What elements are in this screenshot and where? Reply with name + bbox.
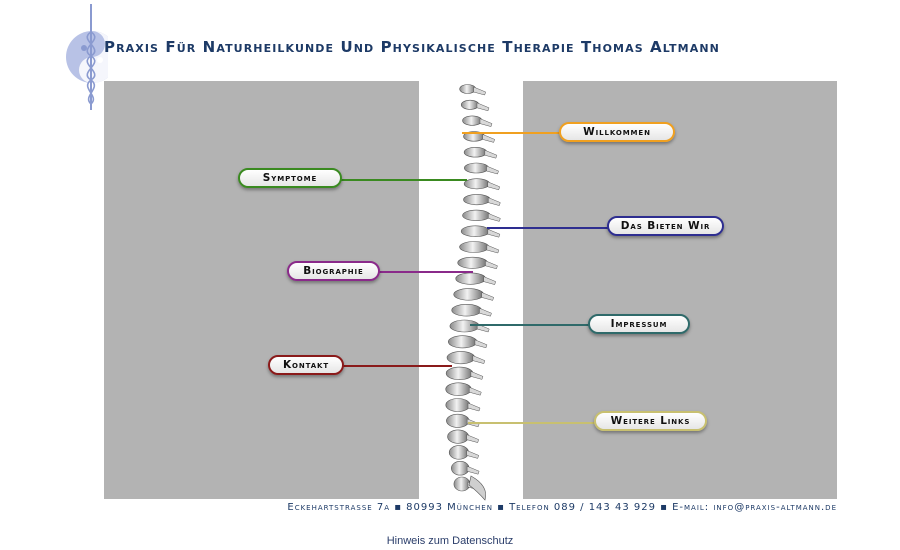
vertebra	[460, 99, 480, 110]
vertebra-process	[472, 355, 486, 364]
vertebra-process	[479, 118, 493, 127]
yin-yang-caduceus-icon[interactable]	[64, 2, 108, 112]
vertebra	[463, 146, 488, 158]
vertebra-process	[488, 197, 501, 206]
spine-vertebrae	[445, 84, 501, 501]
vertebra-process	[474, 339, 488, 349]
vertebra-process	[466, 450, 479, 459]
coccyx	[468, 475, 486, 501]
vertebra	[463, 131, 485, 142]
vertebra	[459, 241, 490, 253]
vertebra	[459, 84, 476, 94]
vertebra-process	[466, 465, 480, 475]
spine-illustration	[445, 84, 501, 501]
vertebra	[464, 162, 489, 174]
footer-address: Eckehartstrasse 7a ▪ 80993 München ▪ Tel…	[287, 502, 837, 513]
privacy-link[interactable]: Hinweis zum Datenschutz	[386, 535, 514, 547]
vertebra	[447, 335, 478, 349]
vertebra	[446, 351, 476, 365]
vertebra	[445, 382, 472, 396]
vertebra-process	[488, 213, 501, 222]
vertebra-process	[479, 307, 492, 317]
vertebra	[460, 225, 491, 237]
vertebra	[447, 429, 469, 444]
vertebra	[453, 476, 471, 492]
vertebra-process	[486, 165, 499, 175]
nav-button-kontakt[interactable]: Kontakt	[268, 355, 344, 375]
vertebra	[462, 115, 483, 126]
vertebra-process	[485, 260, 498, 270]
nav-button-das-bieten-wir[interactable]: Das Bieten Wir	[607, 216, 724, 236]
vertebra	[446, 413, 470, 428]
vertebra	[463, 178, 491, 190]
vertebra-process	[476, 102, 490, 112]
right-panel	[523, 81, 837, 499]
vertebra-process	[473, 86, 486, 96]
nav-button-impressum[interactable]: Impressum	[588, 314, 690, 334]
vertebra-process	[483, 276, 497, 285]
nav-button-symptome[interactable]: Symptome	[238, 168, 342, 188]
vertebra-process	[487, 228, 501, 238]
vertebra	[449, 319, 480, 333]
nav-button-weitere-links[interactable]: Weitere Links	[594, 411, 707, 431]
vertebra-process	[487, 181, 501, 191]
vertebra-process	[467, 402, 481, 412]
vertebra-process	[481, 292, 494, 301]
vertebra-process	[486, 244, 500, 254]
vertebra	[462, 209, 491, 221]
vertebra	[457, 256, 488, 269]
vertebra-process	[466, 418, 480, 428]
vertebra	[451, 461, 470, 476]
vertebra-process	[470, 371, 484, 380]
vertebra-process	[469, 386, 482, 396]
nav-button-willkommen[interactable]: Willkommen	[559, 122, 675, 142]
vertebra	[455, 272, 487, 285]
vertebra	[448, 445, 469, 460]
vertebra	[445, 366, 474, 381]
vertebra-process	[466, 434, 480, 443]
vertebra	[451, 304, 482, 317]
nav-button-biographie[interactable]: Biographie	[287, 261, 380, 281]
vertebra-process	[484, 149, 498, 159]
vertebra	[453, 288, 484, 301]
vertebra-process	[482, 134, 495, 143]
vertebra	[445, 398, 471, 412]
page-title: Praxis Für Naturheilkunde Und Physikalis…	[104, 38, 720, 56]
vertebra	[463, 194, 491, 206]
vertebra-process	[476, 323, 490, 333]
left-panel	[104, 81, 419, 499]
